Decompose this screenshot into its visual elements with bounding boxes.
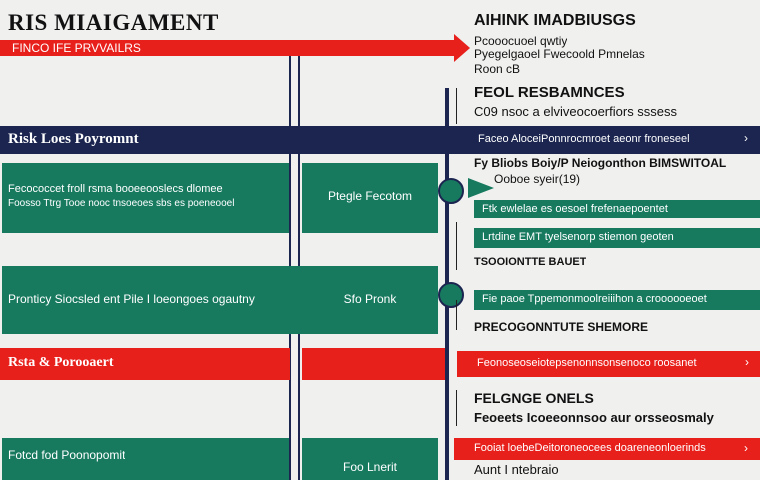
row3-bracket xyxy=(456,300,465,330)
responses-bracket xyxy=(456,88,465,124)
row4-chevron-icon: › xyxy=(745,355,749,369)
top-right-line-2: Pyegelgaoel Fwecoold Pmnelas xyxy=(474,47,645,61)
row5-right-bar: Fooiat loebeDeitoroneocees doareneonloer… xyxy=(454,438,760,460)
row5-right-note: Aunt I ntebraio xyxy=(474,462,559,477)
row5-mid-label: Foo Lnerit xyxy=(342,460,398,474)
fonds-title: FELGNGE ONELS xyxy=(474,390,594,406)
chevron-right-icon: › xyxy=(744,131,748,145)
row3-right-bar-label: Fie paoe Tppemonmoolreiiihon a croooooeo… xyxy=(482,293,707,305)
row4-left-bar: Rsta & Porooaert xyxy=(0,348,290,380)
row2-left-box: Fecococcet froll rsma booeeooslecs dlome… xyxy=(2,163,289,233)
fonds-bracket xyxy=(456,390,465,426)
row5-left-label: Fotcd fod Poonopomit xyxy=(8,448,126,462)
risk-loss-right-panel: Faceo AloceiPonnrocmroet aeonr froneseel xyxy=(460,130,760,150)
responses-subtitle: C09 nsoc a elviveocoerfiors sssess xyxy=(474,104,678,119)
row2-mid-box: Ptegle Fecotom xyxy=(302,163,438,233)
title-red-arrow-bar: FINCO IFE PRVVAILRS xyxy=(0,40,456,56)
row2-bracket xyxy=(456,222,465,270)
row2-left-line-2: Foosso Ttrg Tooe nooc tnsoeoes sbs es po… xyxy=(8,198,235,209)
row2-mid-label: Ptegle Fecotom xyxy=(327,189,413,203)
row3-mid-label: Sfo Pronk xyxy=(343,292,397,306)
row3-node-dot xyxy=(438,282,464,308)
risk-loss-right-label: Faceo AloceiPonnrocmroet aeonr froneseel xyxy=(478,133,690,145)
row2-right-head-2: Ooboe syeir(19) xyxy=(494,172,581,186)
row3-left-box: Pronticy Siocsled ent Pile I loeongoes o… xyxy=(2,266,438,334)
risk-loss-label: Risk Loes Poyromnt xyxy=(8,131,139,147)
red-arrow-head xyxy=(454,34,470,62)
row3-right-bar: Fie paoe Tppemonmoolreiiihon a croooooeo… xyxy=(474,290,760,310)
row5-mid-box: Foo Lnerit xyxy=(302,438,438,480)
row5-chevron-icon: › xyxy=(744,441,748,455)
row3-left-label: Pronticy Siocsled ent Pile I loeongoes o… xyxy=(8,292,255,306)
subtitle: FINCO IFE PRVVAILRS xyxy=(12,41,141,55)
row5-right-label: Fooiat loebeDeitoroneocees doareneonloer… xyxy=(474,442,706,454)
row2-left-line-1: Fecococcet froll rsma booeeooslecs dlome… xyxy=(8,183,223,195)
top-right-line-1: Pcooocuoel qwtiy xyxy=(474,34,568,48)
row4-right-label: Feonoseoseiotepsenonnsonsenoco roosanet xyxy=(477,357,697,369)
row2-right-bar-2: Lrtdine EMT tyelsenorp stiemon geoten xyxy=(474,228,760,248)
row4-right-bar: Feonoseoseiotepsenonnsonsenoco roosanet … xyxy=(457,351,760,377)
row4-left-label: Rsta & Porooaert xyxy=(8,355,114,370)
row2-right-bar-1-label: Ftk ewlelae es oesoel frefenaepoentet xyxy=(482,203,668,215)
row2-right-bar-1: Ftk ewlelae es oesoel frefenaepoentet xyxy=(474,200,760,218)
fonds-line: Feoeets Icoeeonnsoo aur orsseosmaly xyxy=(474,410,714,425)
risk-loss-bar: Risk Loes Poyromnt Faceo AloceiPonnrocmr… xyxy=(0,126,760,154)
responses-title: FEOL RESBAMNCES xyxy=(474,84,625,101)
top-right-line-3: Roon cB xyxy=(474,62,521,76)
top-right-title: AIHINK IMADBIUSGS xyxy=(474,12,636,29)
row2-node-dot xyxy=(438,178,464,204)
page-title: RIS MIAIGAMENT xyxy=(8,10,219,35)
row2-right-bar-2-label: Lrtdine EMT tyelsenorp stiemon geoten xyxy=(482,231,674,243)
row2-right-note: TSOOIONTTE BAUET xyxy=(474,256,587,268)
row3-right-note: PRECOGONNTUTE SHEMORE xyxy=(474,320,649,334)
row2-right-head: Fy Bliobs Boiy/P Neiogonthon BIMSWITOAL xyxy=(474,156,727,170)
row5-left-box: Fotcd fod Poonopomit xyxy=(2,438,289,480)
row2-node-arrow xyxy=(468,178,494,198)
row4-mid-bar xyxy=(302,348,445,380)
